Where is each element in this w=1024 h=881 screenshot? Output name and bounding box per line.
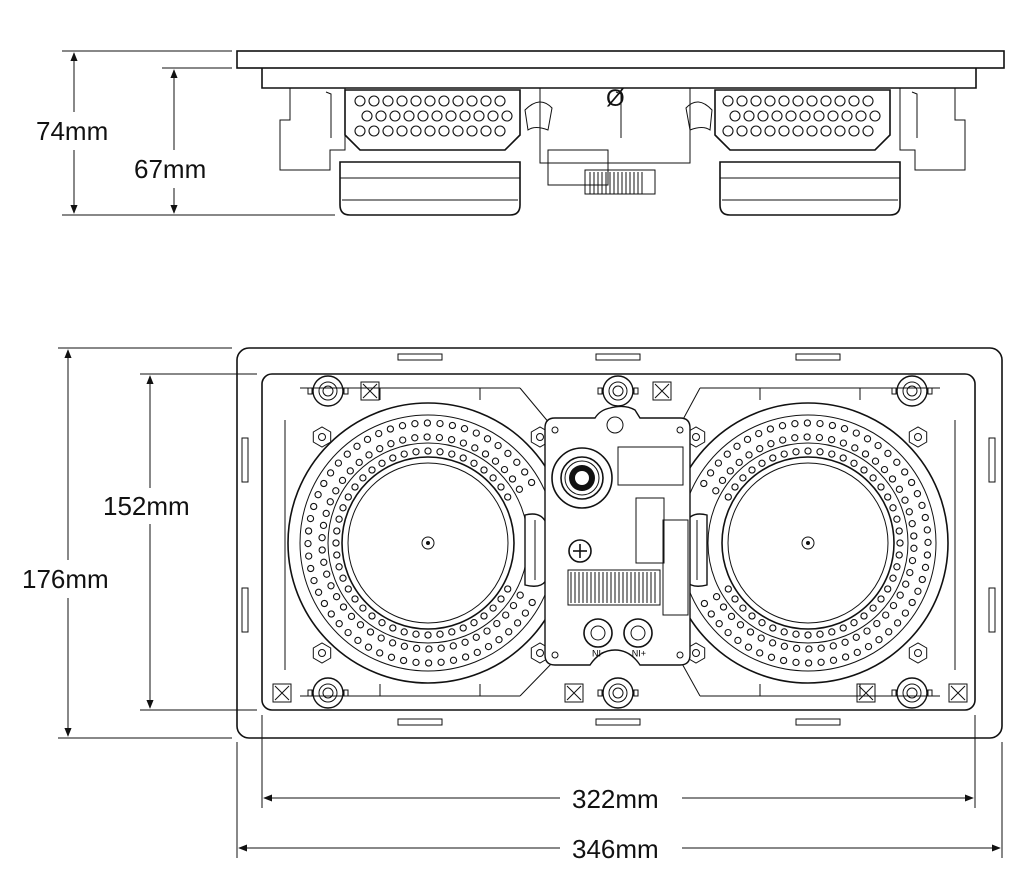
frame-tabs xyxy=(241,353,996,726)
terminal-negative xyxy=(583,618,613,648)
terminal-positive xyxy=(623,618,653,648)
mounting-dogs xyxy=(272,375,968,709)
right-basket-vents xyxy=(722,95,881,137)
right-woofer xyxy=(667,402,949,684)
dim-176mm: 176mm xyxy=(22,564,109,594)
crossover-board: -IN +IN xyxy=(544,405,691,666)
side-dimensions: 74mm 67mm xyxy=(36,50,335,216)
side-flange xyxy=(236,50,1005,69)
dim-67mm: 67mm xyxy=(134,154,206,184)
left-magnet xyxy=(339,161,521,216)
diameter-symbol: Ø xyxy=(606,85,625,112)
dim-322mm: 322mm xyxy=(572,784,659,814)
terminal-negative-label: -IN xyxy=(592,648,604,658)
right-clamp xyxy=(685,101,713,131)
front-view: -IN +IN xyxy=(236,347,1003,739)
right-magnet xyxy=(719,161,901,216)
front-dimensions: 176mm 152mm 322mm 346mm xyxy=(22,347,1003,864)
inductor-block xyxy=(635,497,665,564)
terminal-positive-label: +IN xyxy=(632,648,646,658)
side-crossover xyxy=(539,87,691,164)
frame-struts xyxy=(284,387,956,697)
board-screw xyxy=(568,539,592,563)
tweeter xyxy=(551,447,613,509)
heatsink xyxy=(567,569,661,606)
capacitor-block xyxy=(617,446,684,486)
left-woofer-basket xyxy=(344,89,521,151)
inner-frame xyxy=(261,373,976,711)
dim-346mm: 346mm xyxy=(572,834,659,864)
left-basket-vents xyxy=(354,95,513,137)
outer-frame xyxy=(236,347,1003,739)
dim-152mm: 152mm xyxy=(103,491,190,521)
side-springs xyxy=(325,91,918,138)
right-woofer-basket xyxy=(714,89,891,151)
left-clamp xyxy=(524,101,553,131)
side-view: Ø xyxy=(236,50,1005,216)
dim-74mm: 74mm xyxy=(36,116,108,146)
left-woofer xyxy=(287,402,569,684)
